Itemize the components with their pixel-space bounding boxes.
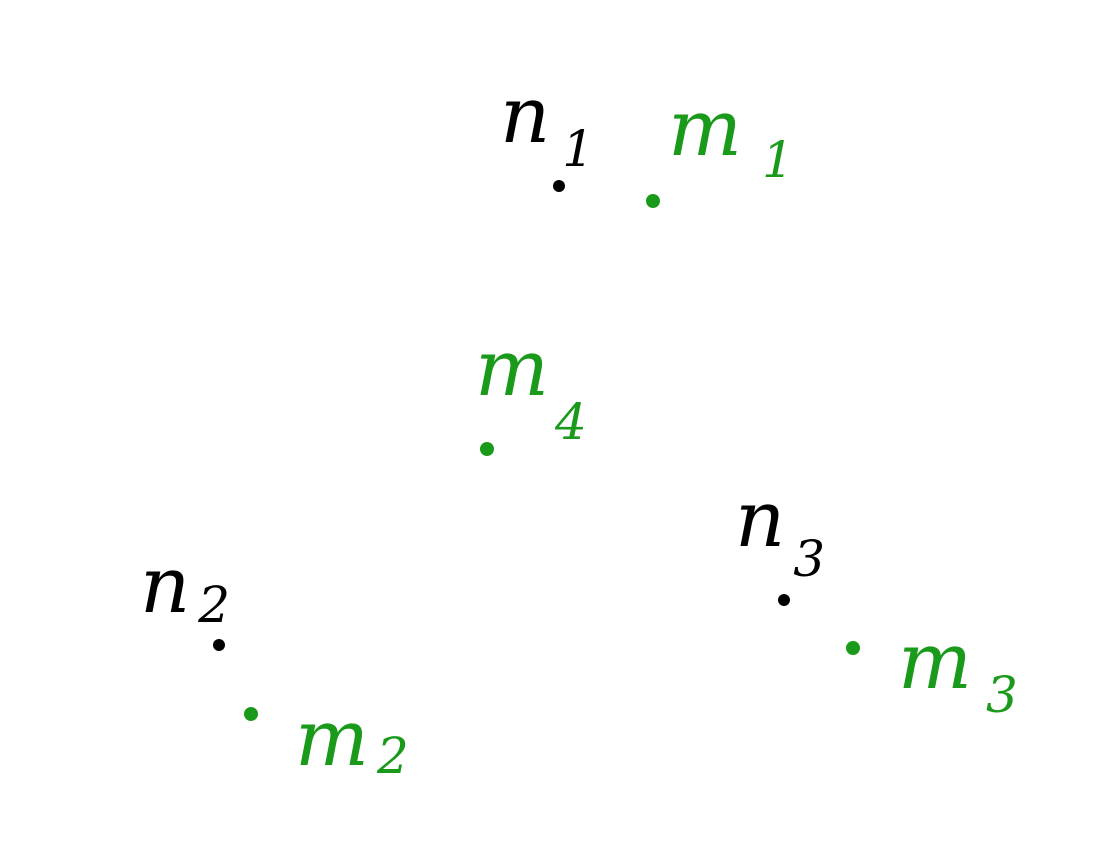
label-letter: n	[735, 475, 785, 565]
label-letter: m	[668, 84, 742, 174]
point-dot-m3	[846, 641, 860, 655]
label-subscript: 4	[554, 393, 587, 451]
label-letter: m	[898, 617, 972, 707]
point-label-m4: m4	[475, 324, 587, 451]
label-subscript: 2	[376, 727, 409, 785]
point-dot-n3	[778, 594, 790, 606]
point-dot-n2	[213, 639, 225, 651]
label-letter: m	[295, 694, 369, 784]
point-dot-m1	[646, 194, 660, 208]
label-subscript: 2	[197, 576, 230, 634]
label-letter: n	[140, 541, 190, 631]
label-subscript: 3	[793, 530, 825, 588]
label-subscript: 3	[986, 666, 1018, 724]
point-dot-m4	[480, 442, 494, 456]
label-letter: n	[500, 71, 550, 161]
label-subscript: 1	[762, 131, 794, 189]
point-m4: m4	[475, 324, 587, 456]
label-letter: m	[475, 324, 549, 414]
point-dot-n1	[553, 180, 565, 192]
label-subscript: 1	[562, 120, 594, 178]
point-dot-m2	[244, 707, 258, 721]
